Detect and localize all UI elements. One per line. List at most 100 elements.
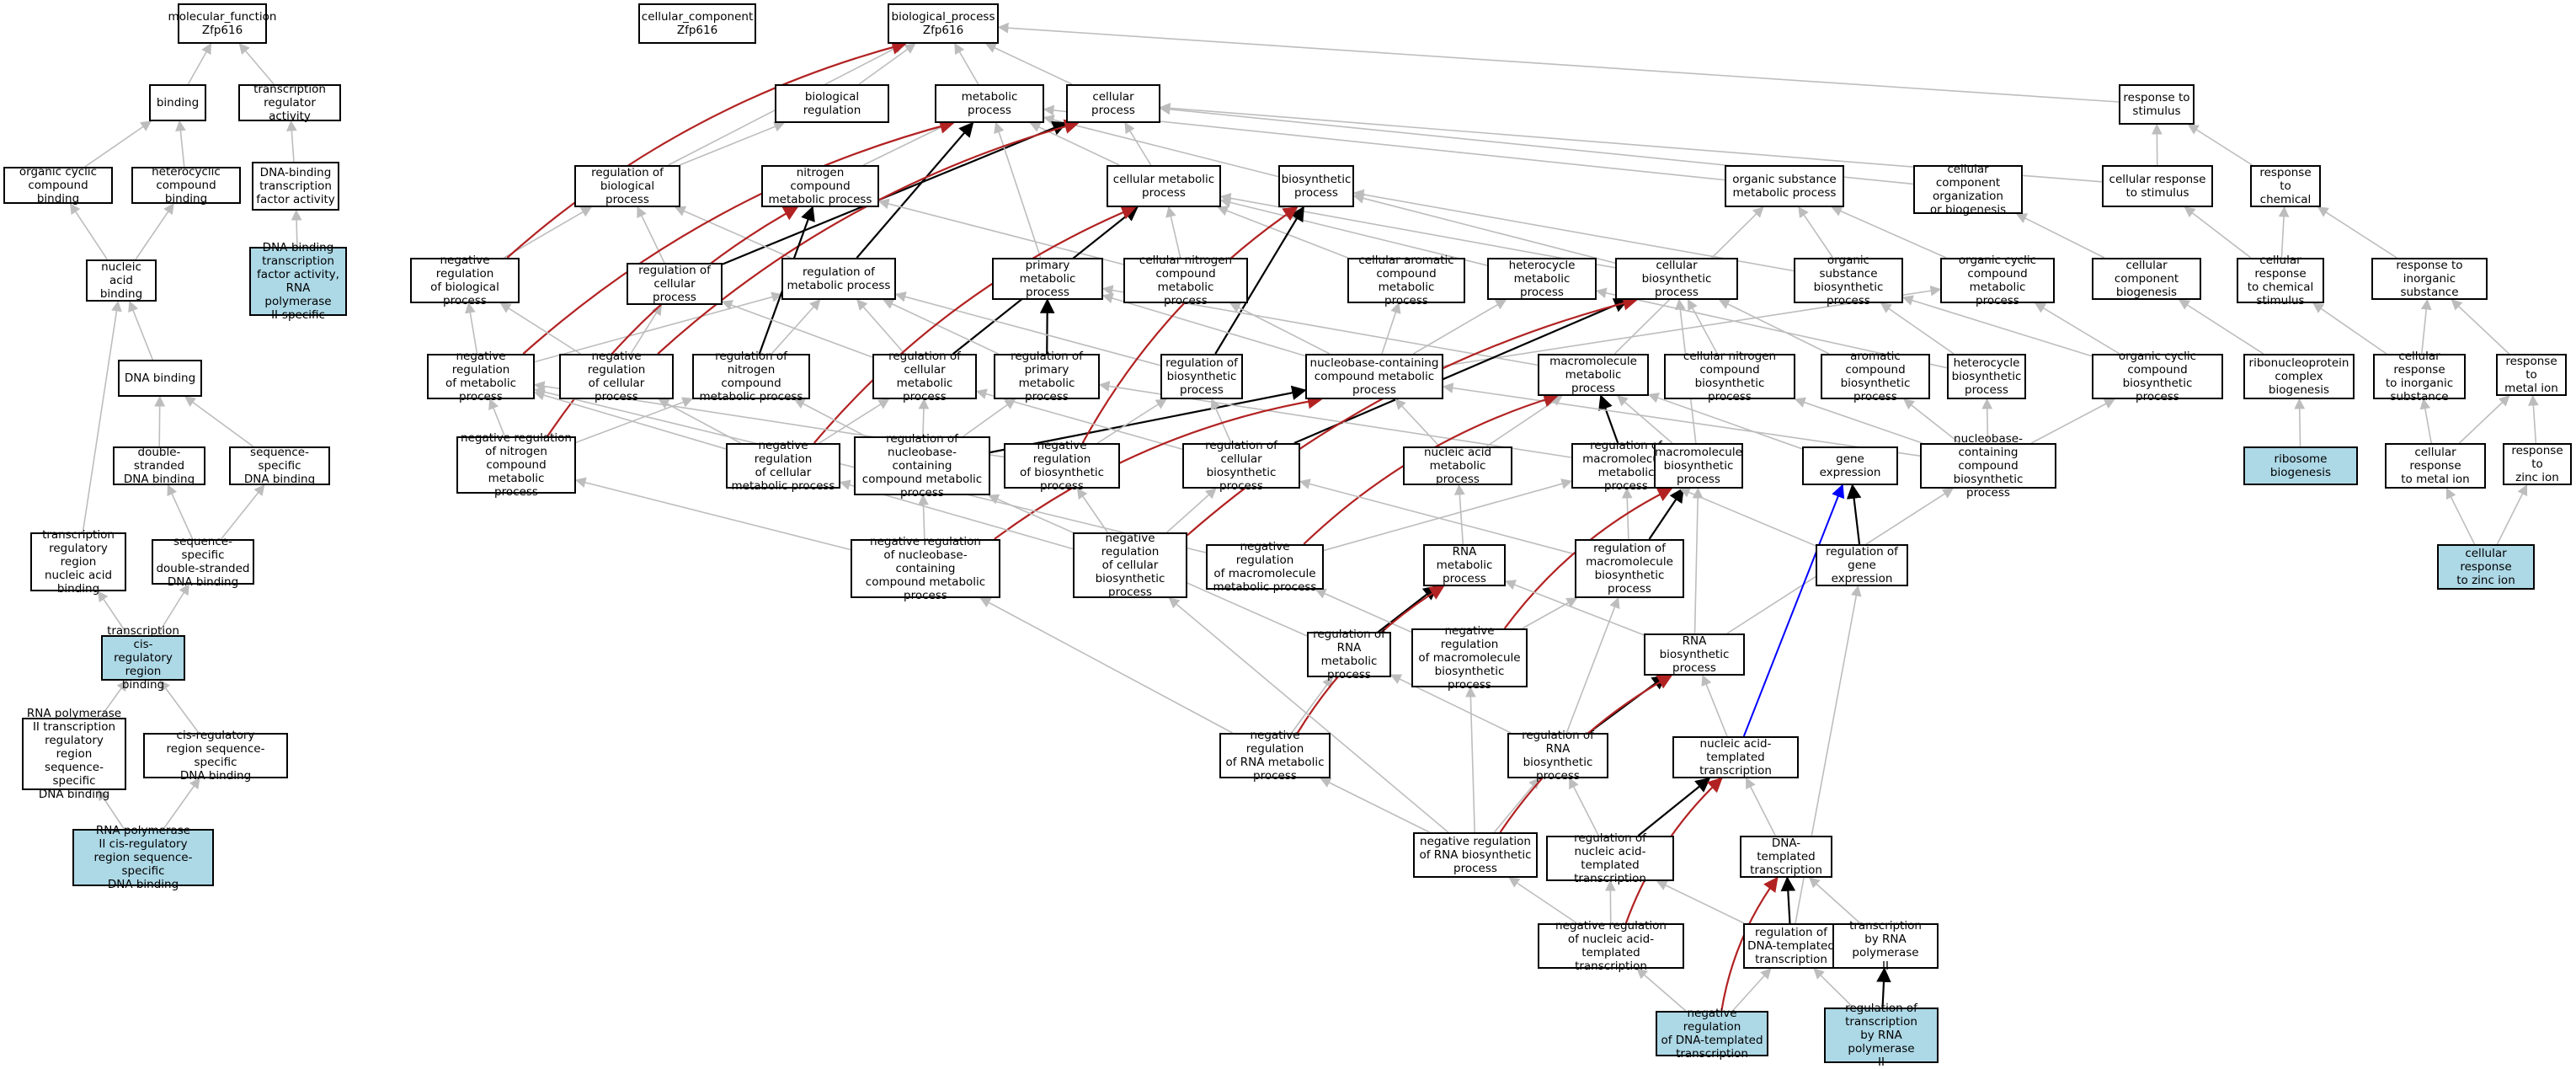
edge-is-a-ncmp-to-met-proc (863, 123, 950, 165)
term-node-osmp[interactable]: organic substance metabolic process (1725, 165, 1844, 207)
term-node-neg-reg-cell[interactable]: negative regulation of cellular process (559, 354, 674, 399)
term-node-namp[interactable]: nucleic acid metabolic process (1403, 446, 1512, 485)
term-node-dbtfa2[interactable]: DNA-binding transcription factor activit… (249, 247, 347, 316)
edge-is-a-natt-to-rna-bp (1703, 676, 1727, 736)
term-node-dtt[interactable]: DNA-templated transcription (1740, 836, 1832, 878)
term-node-cncbp[interactable]: cellular nitrogen compound biosynthetic … (1664, 354, 1795, 399)
term-node-resp-inorg[interactable]: response to inorganic substance (2371, 258, 2488, 300)
term-node-reg-dtt[interactable]: regulation of DNA-templated transcriptio… (1743, 923, 1839, 969)
term-node-rna-bp[interactable]: RNA biosynthetic process (1644, 633, 1745, 676)
term-node-hmp[interactable]: heterocycle metabolic process (1487, 258, 1597, 300)
term-node-reg-trp2[interactable]: regulation of transcription by RNA polym… (1824, 1008, 1939, 1063)
term-node-reg-bio[interactable]: regulation of biological process (574, 165, 680, 207)
term-node-crzinc[interactable]: cellular response to zinc ion (2437, 544, 2535, 590)
term-node-rp2cr[interactable]: RNA polymerase II cis-regulatory region … (72, 829, 214, 886)
term-node-neg-reg-met[interactable]: negative regulation of metabolic process (427, 354, 535, 399)
term-node-nbcbp[interactable]: nucleobase-containing compound biosynthe… (1920, 443, 2056, 489)
term-node-neg-reg-natt[interactable]: negative regulation of nucleic acid-temp… (1538, 923, 1684, 969)
term-node-resp-chem[interactable]: response to chemical (2250, 165, 2321, 207)
term-node-tcrb[interactable]: transcription cis-regulatory region bind… (101, 635, 185, 681)
term-node-nbcmp[interactable]: nucleobase-containing compound metabolic… (1305, 354, 1443, 399)
term-node-reg-cell[interactable]: regulation of cellular process (627, 263, 723, 305)
term-node-reg-rnamp[interactable]: regulation of RNA metabolic process (1307, 632, 1391, 677)
term-node-crcs[interactable]: cellular response to chemical stimulus (2237, 258, 2324, 303)
term-node-cbp[interactable]: cellular biosynthetic process (1615, 258, 1738, 300)
term-node-crmetal[interactable]: cellular response to metal ion (2385, 443, 2486, 489)
edge-is-a-resp-metal-to-resp-inorg (2452, 300, 2509, 354)
term-node-ncmp[interactable]: nitrogen compound metabolic process (761, 165, 879, 207)
term-node-reg-ge[interactable]: regulation of gene expression (1816, 544, 1908, 586)
term-node-reg-rnabp[interactable]: regulation of RNA biosynthetic process (1507, 733, 1608, 778)
term-node-neg-reg-mbp[interactable]: negative regulation of macromolecule bio… (1411, 628, 1528, 687)
term-node-reg-biosyn[interactable]: regulation of biosynthetic process (1160, 354, 1243, 399)
edge-is-a-reg-met-to-reg-bio (675, 207, 791, 258)
term-node-cell-proc[interactable]: cellular process (1066, 84, 1160, 123)
term-node-biosyn[interactable]: biosynthetic process (1278, 165, 1354, 207)
term-node-mf-root[interactable]: molecular_function Zfp616 (178, 3, 267, 44)
term-node-cc-root[interactable]: cellular_component Zfp616 (638, 3, 756, 44)
term-node-reg-ncmp[interactable]: regulation of nitrogen compound metaboli… (692, 354, 810, 399)
term-node-na-bind[interactable]: nucleic acid binding (86, 259, 157, 302)
term-node-met-proc[interactable]: metabolic process (935, 84, 1044, 123)
term-node-ds-bind[interactable]: double-stranded DNA binding (113, 446, 205, 485)
term-node-binding[interactable]: binding (149, 84, 206, 121)
term-node-occbp[interactable]: organic cyclic compound biosynthetic pro… (2092, 354, 2223, 399)
term-node-mbp[interactable]: macromolecule biosynthetic process (1654, 443, 1743, 489)
edge-is-a-nbcmp-to-cacmp (1382, 303, 1399, 354)
term-node-occmp[interactable]: organic cyclic compound metabolic proces… (1940, 258, 2055, 303)
term-node-cncmp[interactable]: cellular nitrogen compound metabolic pro… (1123, 258, 1248, 303)
term-node-rp2tr[interactable]: RNA polymerase II transcription regulato… (22, 718, 126, 790)
term-node-tr-act[interactable]: transcription regulator activity (238, 84, 341, 121)
term-node-het-bind[interactable]: heterocyclic compound binding (131, 167, 241, 204)
term-node-bio-reg[interactable]: biological regulation (775, 84, 889, 123)
edge-is-a-cncmp-to-cmp (1169, 207, 1181, 258)
term-node-cmp[interactable]: cellular metabolic process (1107, 165, 1221, 207)
term-node-resp-zinc[interactable]: response to zinc ion (2503, 443, 2572, 485)
term-node-reg-pmp[interactable]: regulation of primary metabolic process (994, 354, 1100, 399)
term-node-reg-met[interactable]: regulation of metabolic process (781, 258, 896, 300)
term-node-neg-reg-cbp[interactable]: negative regulation of cellular biosynth… (1073, 532, 1187, 598)
term-node-ccb[interactable]: cellular component biogenesis (2092, 258, 2201, 300)
term-node-mmp[interactable]: macromolecule metabolic process (1538, 354, 1649, 396)
term-node-neg-reg-cmp[interactable]: negative regulation of cellular metaboli… (726, 443, 840, 489)
term-node-ccob[interactable]: cellular component organization or bioge… (1913, 165, 2023, 214)
term-node-neg-reg-mmp[interactable]: negative regulation of macromolecule met… (1206, 544, 1324, 590)
term-node-natt[interactable]: nucleic acid-templated transcription (1672, 736, 1799, 778)
term-node-trrna[interactable]: transcription regulatory region nucleic … (30, 532, 126, 591)
term-node-reg-cmp[interactable]: regulation of cellular metabolic process (872, 354, 977, 399)
term-node-resp-stim[interactable]: response to stimulus (2119, 84, 2195, 125)
term-node-neg-reg-ncmp[interactable]: negative regulation of nitrogen compound… (456, 436, 576, 494)
term-node-dna-bind[interactable]: DNA binding (118, 360, 202, 397)
term-node-neg-reg-rnabp[interactable]: negative regulation of RNA biosynthetic … (1413, 832, 1538, 878)
term-node-ss-bind[interactable]: sequence-specific DNA binding (229, 446, 330, 485)
term-node-rcb[interactable]: ribonucleoprotein complex biogenesis (2243, 354, 2355, 399)
term-node-dbtfa[interactable]: DNA-binding transcription factor activit… (252, 162, 339, 211)
edge-is-a-hbp-to-osbp (1881, 303, 1954, 354)
term-node-gene-expr[interactable]: gene expression (1802, 446, 1898, 485)
term-node-ssds[interactable]: sequence-specific double-stranded DNA bi… (152, 539, 254, 585)
term-node-osbp[interactable]: organic substance biosynthetic process (1794, 258, 1903, 303)
term-node-cacmp[interactable]: cellular aromatic compound metabolic pro… (1347, 258, 1465, 303)
term-node-neg-reg-biosyn[interactable]: negative regulation of biosynthetic proc… (1004, 443, 1120, 489)
term-node-bp-root[interactable]: biological_process Zfp616 (888, 3, 999, 44)
term-node-ribo-bio[interactable]: ribosome biogenesis (2243, 446, 2358, 485)
term-node-cell-resp-stim[interactable]: cellular response to stimulus (2102, 165, 2213, 207)
term-node-reg-natt[interactable]: regulation of nucleic acid-templated tra… (1546, 836, 1674, 881)
term-node-neg-reg-bio[interactable]: negative regulation of biological proces… (410, 258, 520, 303)
term-node-neg-reg-dtt[interactable]: negative regulation of DNA-templated tra… (1656, 1011, 1768, 1056)
term-node-neg-reg-nbcmp[interactable]: negative regulation of nucleobase-contai… (851, 539, 1000, 598)
term-node-reg-cbp[interactable]: regulation of cellular biosynthetic proc… (1182, 443, 1300, 489)
term-node-occ-bind[interactable]: organic cyclic compound binding (3, 167, 113, 204)
term-node-rna-mp[interactable]: RNA metabolic process (1423, 544, 1506, 586)
term-node-resp-metal[interactable]: response to metal ion (2496, 354, 2567, 396)
term-node-crinorg[interactable]: cellular response to inorganic substance (2373, 354, 2466, 399)
term-node-reg-nbcmp[interactable]: regulation of nucleobase-containing comp… (854, 436, 990, 495)
term-node-neg-reg-rnamp[interactable]: negative regulation of RNA metabolic pro… (1219, 733, 1331, 778)
term-node-hbp[interactable]: heterocycle biosynthetic process (1947, 354, 2026, 399)
term-node-crss[interactable]: cis-regulatory region sequence-specific … (143, 733, 288, 778)
term-node-pmp[interactable]: primary metabolic process (992, 258, 1103, 300)
term-node-trp2[interactable]: transcription by RNA polymerase II (1832, 923, 1939, 969)
term-node-reg-mbp[interactable]: regulation of macromolecule biosynthetic… (1575, 539, 1684, 598)
term-node-acbp[interactable]: aromatic compound biosynthetic process (1821, 354, 1930, 399)
